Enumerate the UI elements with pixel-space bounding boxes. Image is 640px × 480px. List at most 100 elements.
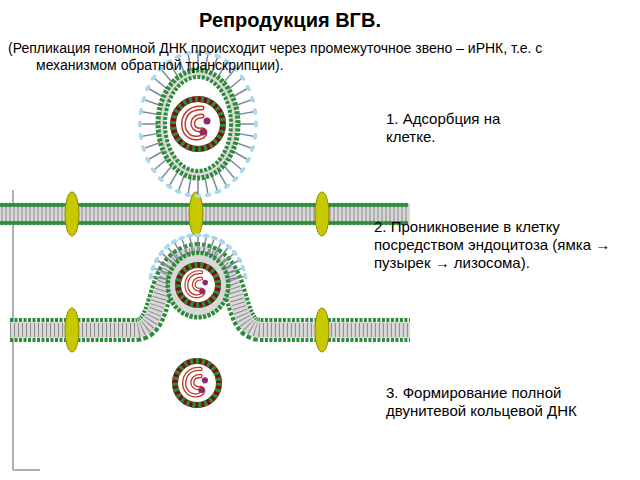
lipid-head [212, 203, 217, 208]
lipid-head [184, 221, 189, 226]
lipid-head [168, 203, 173, 208]
lipid-head [24, 221, 29, 226]
spike-head [157, 175, 165, 183]
lipid-head [80, 203, 85, 208]
virion-in-pit [148, 233, 248, 317]
lipid-tail [294, 207, 295, 221]
lipid-tail [338, 207, 339, 221]
lipid-head [40, 203, 45, 208]
lipid-tail [126, 207, 127, 221]
surface-spike [229, 159, 243, 171]
lipid-tail [90, 207, 91, 221]
lipid-tail [334, 207, 335, 221]
lipid-head [44, 221, 49, 226]
lipid-tail [166, 207, 167, 221]
lipid-tail [262, 207, 263, 221]
lipid-head [96, 221, 101, 226]
surface-spike [143, 142, 160, 148]
lipid-tail [158, 207, 159, 221]
lipid-head [48, 203, 53, 208]
lipid-head [240, 221, 245, 226]
lipid-head [112, 221, 117, 226]
lipid-tail [2, 207, 3, 221]
viral-envelope [168, 253, 228, 317]
lipid-head [56, 221, 61, 226]
lipid-head [144, 221, 149, 226]
lipid-head [304, 221, 309, 226]
lipid-head [228, 221, 233, 226]
surface-spike [178, 175, 184, 192]
lipid-head [8, 221, 13, 226]
lipid-head [388, 203, 393, 208]
lipid-head [228, 203, 233, 208]
lipid-head [8, 203, 13, 208]
lipid-tail [162, 207, 163, 221]
lipid-tail [18, 207, 19, 221]
spike-head [249, 145, 255, 153]
step-label: 2. Проникновение в клетку посредством эн… [374, 218, 636, 272]
surface-spike [197, 235, 199, 253]
spike-head [140, 95, 146, 103]
spike-head [231, 249, 239, 257]
lipid-head [272, 203, 277, 208]
lipid-head [336, 203, 341, 208]
lipid-head [96, 203, 101, 208]
viral-envelope [158, 70, 238, 178]
lipid-head [12, 203, 17, 208]
lipid-head [384, 203, 389, 208]
lipid-head [116, 203, 121, 208]
lipid-head [340, 221, 345, 226]
lipid-head [84, 221, 89, 226]
lipid-head [268, 221, 273, 226]
lipid-head [244, 221, 249, 226]
spike-head [243, 273, 248, 281]
lipid-head [80, 221, 85, 226]
step-label: 1. Адсорбция на клетке. [386, 110, 536, 146]
slide-title: Репродукция ВГВ. [0, 8, 580, 32]
spike-head [144, 156, 151, 164]
lipid-head [140, 203, 145, 208]
lipid-head [232, 203, 237, 208]
surface-spike [229, 78, 243, 90]
lipid-head [160, 221, 165, 226]
lipid-head [332, 203, 337, 208]
lipid-tail [310, 207, 311, 221]
lipid-head [104, 221, 109, 226]
lipid-head [60, 203, 65, 208]
spike-head [204, 192, 212, 197]
spike-head [253, 133, 258, 141]
surface-spike [224, 260, 240, 269]
lipid-tail [206, 207, 207, 221]
spike-head [163, 243, 171, 251]
lipid-head [356, 203, 361, 208]
lipid-head [368, 221, 373, 226]
lipid-head [256, 203, 261, 208]
lipid-head [120, 203, 125, 208]
surface-spike [203, 236, 206, 254]
spike-head [214, 189, 222, 195]
lipid-head [308, 203, 313, 208]
spike-head [153, 256, 160, 264]
surface-spike [141, 111, 159, 114]
lipid-tail [330, 207, 331, 221]
lipid-head [348, 203, 353, 208]
lipid-head [292, 203, 297, 208]
lipid-head [360, 221, 365, 226]
lipid-tail [46, 207, 47, 221]
lipid-head [40, 221, 45, 226]
lipid-head [280, 203, 285, 208]
surface-spike [213, 242, 222, 258]
lipid-tail [286, 207, 287, 221]
lipid-head [88, 203, 93, 208]
invaginating-membrane [10, 254, 410, 352]
spike-head [240, 264, 246, 272]
surface-spike [153, 268, 170, 274]
lipid-head [252, 203, 257, 208]
surface-spike [218, 171, 227, 187]
lipid-tail [282, 207, 283, 221]
lipid-tail [94, 207, 95, 221]
surface-spike [212, 175, 218, 192]
lipid-head [112, 203, 117, 208]
lipid-head [128, 203, 133, 208]
lipid-head [224, 221, 229, 226]
